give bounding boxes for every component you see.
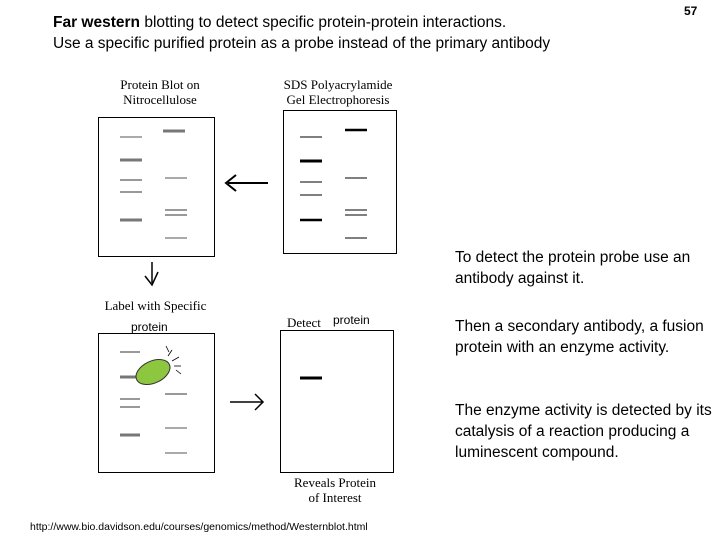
detect-sub: protein bbox=[333, 313, 370, 327]
probe-icon bbox=[135, 345, 182, 386]
label-specific: Label with Specific bbox=[104, 298, 207, 313]
blot-membrane-panel bbox=[98, 117, 215, 257]
source-url: http://www.bio.davidson.edu/courses/geno… bbox=[30, 521, 368, 533]
blot-bands bbox=[120, 129, 187, 239]
detect-panel bbox=[280, 330, 394, 473]
slide-title: Far western blotting to detect specific … bbox=[53, 12, 550, 54]
slide-number: 57 bbox=[684, 4, 698, 18]
title-line2: Use a specific purified protein as a pro… bbox=[53, 35, 551, 52]
down-arrow-icon bbox=[144, 262, 159, 287]
title-line1: blotting to detect specific protein-prot… bbox=[140, 14, 507, 31]
transfer-arrow-icon bbox=[224, 174, 268, 192]
labeled-blot-bands bbox=[120, 351, 187, 454]
gel-bands bbox=[300, 128, 367, 239]
blot-label: Protein Blot on Nitrocellulose bbox=[120, 77, 200, 107]
text-para-3: The enzyme activity is detected by its c… bbox=[455, 402, 712, 461]
text-para-1: To detect the protein probe use an antib… bbox=[455, 249, 691, 287]
detect-label: Detect bbox=[287, 315, 321, 330]
detect-arrow-icon bbox=[230, 393, 265, 411]
title-bold: Far western bbox=[53, 14, 141, 31]
text-para-2: Then a secondary antibody, a fusion prot… bbox=[455, 318, 704, 356]
label-specific-sub: protein bbox=[131, 320, 168, 334]
reveals-label: Reveals Protein of Interest bbox=[294, 475, 376, 505]
gel-label: SDS Polyacrylamide Gel Electrophoresis bbox=[283, 77, 393, 107]
labeled-blot-panel bbox=[98, 333, 215, 473]
